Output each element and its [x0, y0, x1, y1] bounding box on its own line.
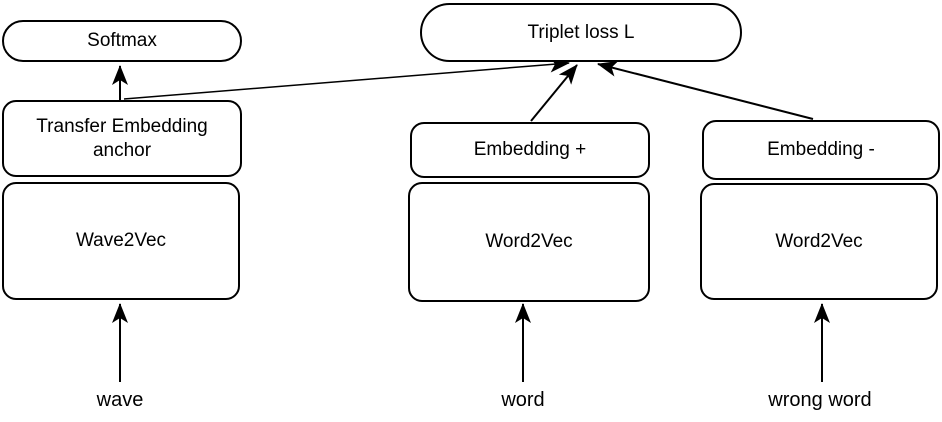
node-transfer-embedding-anchor: Transfer Embedding anchor [2, 100, 242, 177]
arrow-transfer-anchor-to-triplet-loss [123, 56, 570, 100]
node-triplet-loss: Triplet loss L [420, 3, 742, 62]
input-label-wave: wave [96, 389, 144, 411]
node-embedding-plus: Embedding + [410, 122, 650, 178]
node-embedding-minus: Embedding - [702, 120, 940, 180]
node-softmax: Softmax [2, 20, 242, 62]
input-label-wrong-word: wrong word [768, 389, 872, 411]
arrow-embedding-plus-to-triplet-loss [530, 64, 578, 122]
node-word2vec-negative: Word2Vec [700, 183, 938, 300]
arrow-embedding-minus-to-triplet-loss [597, 60, 814, 120]
input-label-word: word [501, 389, 545, 411]
node-word2vec-positive: Word2Vec [408, 182, 650, 302]
node-wave2vec: Wave2Vec [2, 182, 240, 300]
